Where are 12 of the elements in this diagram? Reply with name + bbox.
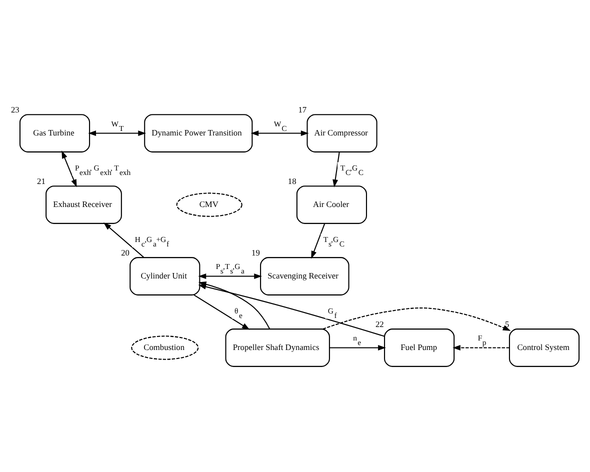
arrow bbox=[322, 307, 511, 331]
arrow bbox=[332, 152, 340, 188]
arrow bbox=[198, 284, 385, 337]
arrow bbox=[250, 130, 309, 136]
arrow bbox=[103, 222, 144, 258]
arrow bbox=[198, 274, 262, 280]
arrow bbox=[88, 130, 146, 136]
arrow bbox=[62, 150, 77, 188]
arrow bbox=[194, 294, 250, 330]
arrow bbox=[330, 344, 386, 350]
arrow bbox=[452, 344, 510, 350]
arrow bbox=[311, 223, 326, 259]
